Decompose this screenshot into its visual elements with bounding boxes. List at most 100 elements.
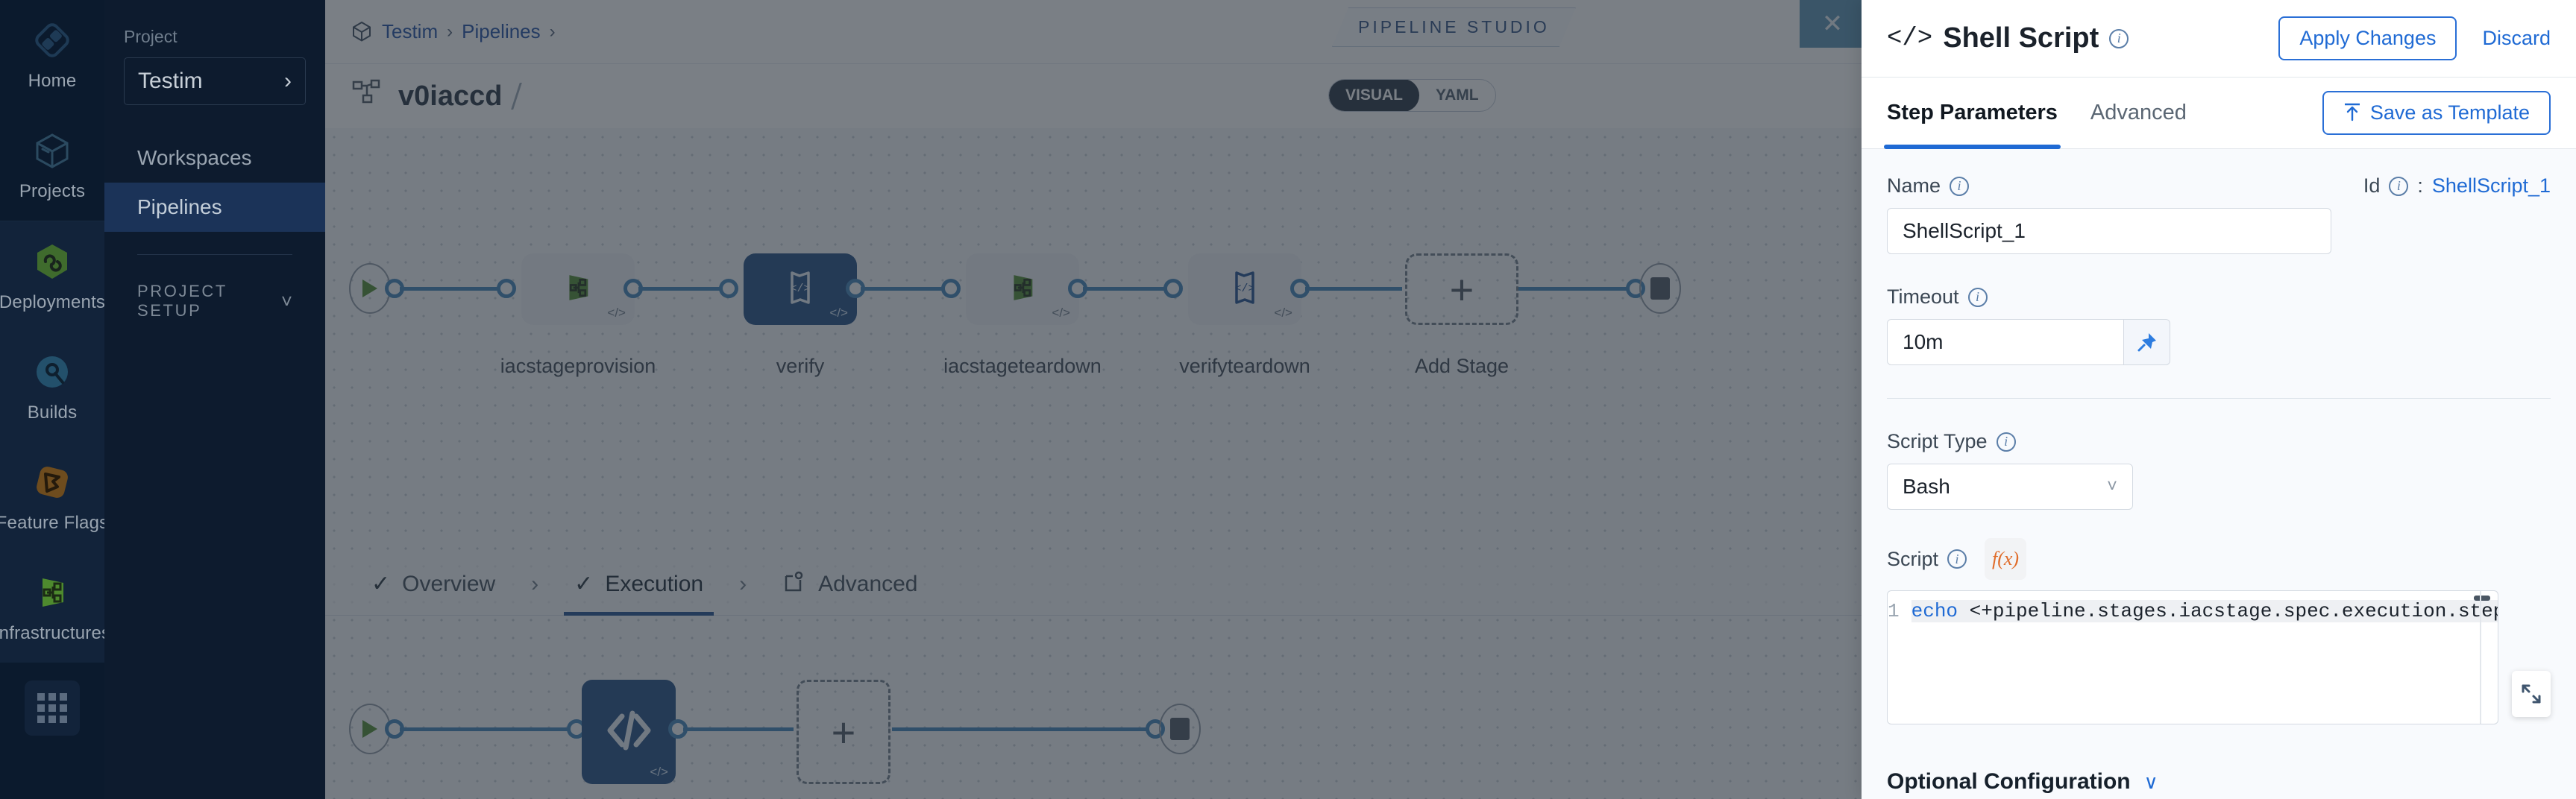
app-grid-icon[interactable] xyxy=(25,680,80,736)
rail-item-label: Infrastructures xyxy=(0,623,111,643)
name-label-group: Name i xyxy=(1887,174,1970,198)
info-icon[interactable]: i xyxy=(1996,432,2016,452)
connector-dot xyxy=(719,279,738,298)
info-icon[interactable]: i xyxy=(2109,28,2129,48)
infrastructure-icon xyxy=(1005,270,1040,309)
builds-circle-icon xyxy=(31,350,74,394)
rail-item-label: Feature Flags xyxy=(0,513,109,533)
toggle-visual[interactable]: VISUAL xyxy=(1329,80,1420,111)
editor-scrollbar[interactable] xyxy=(2474,596,2490,601)
info-icon[interactable]: i xyxy=(2389,176,2409,196)
toggle-yaml[interactable]: YAML xyxy=(1436,86,1479,104)
expand-icon[interactable] xyxy=(2512,671,2551,717)
connector-line xyxy=(638,287,726,291)
add-stage-label: Add Stage xyxy=(1414,355,1510,377)
top-breadcrumb-bar: Testim › Pipelines › PIPELINE STUDIO ✕ xyxy=(325,0,1865,64)
cube-icon xyxy=(31,129,74,172)
stop-icon xyxy=(1650,277,1670,300)
primary-nav-rail: Home Projects Deployments xyxy=(0,0,110,799)
step-node-shellscript-1[interactable]: </> xyxy=(582,680,676,784)
optional-configuration-label: Optional Configuration xyxy=(1887,769,2131,794)
chevron-down-icon: ˅ xyxy=(280,289,292,312)
close-icon[interactable]: ✕ xyxy=(1800,0,1865,48)
chevron-down-icon: ˅ xyxy=(2106,476,2117,496)
tab-execution[interactable]: ✓ Execution xyxy=(553,553,724,616)
stage-node-verify[interactable]: </> </> xyxy=(744,253,857,325)
project-selector[interactable]: Testim › xyxy=(124,57,306,105)
info-icon[interactable]: i xyxy=(1950,176,1970,196)
name-label: Name xyxy=(1887,174,1941,197)
connector-line xyxy=(1305,287,1402,291)
add-stage-button[interactable]: + xyxy=(1405,253,1518,325)
view-mode-toggle[interactable]: VISUAL YAML xyxy=(1328,79,1496,112)
id-label: Id xyxy=(2363,174,2381,197)
code-icon xyxy=(601,704,656,760)
discard-button[interactable]: Discard xyxy=(2482,27,2551,49)
rail-item-deployments[interactable]: Deployments xyxy=(0,221,105,332)
stage-label: verify xyxy=(776,355,825,377)
info-icon[interactable]: i xyxy=(1967,287,1988,307)
breadcrumb-item-project[interactable]: Testim xyxy=(382,20,439,42)
sidebar-item-workspaces[interactable]: Workspaces xyxy=(104,133,325,183)
connector-line xyxy=(400,287,504,291)
rail-item-infrastructures[interactable]: Infrastructures xyxy=(0,552,110,663)
line-number: 1 xyxy=(1888,600,1900,622)
stage-node-iacstageprovision[interactable]: </> xyxy=(521,253,635,325)
optional-configuration-toggle[interactable]: Optional Configuration ∨ xyxy=(1887,769,2551,795)
apply-changes-button[interactable]: Apply Changes xyxy=(2278,16,2457,60)
script-editor-line: 1 echo <+pipeline.stages.iacstage.spec.e… xyxy=(1888,591,2498,622)
pipeline-title-bar: v0iaccd xyxy=(325,64,1862,128)
infrastructure-icon xyxy=(31,571,74,614)
rail-item-feature-flags[interactable]: Feature Flags xyxy=(0,442,108,552)
stage-label: verifyteardown xyxy=(1179,355,1310,377)
pin-icon[interactable] xyxy=(2124,319,2170,365)
pipeline-canvas[interactable]: </> iacstageprovision </> </> ve xyxy=(325,128,1862,799)
name-input-value: ShellScript_1 xyxy=(1903,219,2026,242)
breadcrumb-item-pipelines[interactable]: Pipelines xyxy=(462,20,541,42)
rail-item-home[interactable]: Home xyxy=(0,0,104,110)
rail-item-builds[interactable]: Builds xyxy=(0,332,104,442)
save-as-template-button[interactable]: Save as Template xyxy=(2322,91,2551,135)
name-id-row: Name i Id i : ShellScript_1 xyxy=(1887,174,2551,198)
breadcrumb: Testim › Pipelines › xyxy=(325,20,556,43)
sidebar-item-pipelines[interactable]: Pipelines xyxy=(104,183,325,232)
stage-node-verifyteardown[interactable]: </> </> xyxy=(1188,253,1301,325)
page-title: v0iaccd xyxy=(398,80,503,112)
script-type-value: Bash xyxy=(1903,475,1950,498)
edit-pencil-icon[interactable] xyxy=(511,83,540,110)
tab-separator: › xyxy=(739,571,747,596)
script-label-group: Script i f(x) xyxy=(1887,538,2551,580)
section-divider xyxy=(1887,398,2551,399)
script-editor[interactable]: 1 echo <+pipeline.stages.iacstage.spec.e… xyxy=(1887,590,2498,724)
rail-item-label: Builds xyxy=(27,402,78,423)
advanced-gear-icon xyxy=(782,570,806,598)
project-section-label: Project xyxy=(124,27,178,46)
tab-advanced[interactable]: Advanced xyxy=(2090,101,2187,124)
add-step-button[interactable]: + xyxy=(797,680,890,784)
tab-step-parameters[interactable]: Step Parameters xyxy=(1884,78,2061,149)
info-icon[interactable]: i xyxy=(1947,549,1967,569)
project-setup-toggle[interactable]: PROJECT SETUP ˅ xyxy=(137,282,292,320)
timeout-input-value: 10m xyxy=(1903,330,1944,353)
timeout-input[interactable]: 10m xyxy=(1887,319,2124,365)
timeout-label: Timeout xyxy=(1887,285,1959,308)
timeout-label-group: Timeout i xyxy=(1887,285,2551,309)
id-value[interactable]: ShellScript_1 xyxy=(2431,174,2551,197)
name-input[interactable]: ShellScript_1 xyxy=(1887,208,2331,254)
rail-item-projects[interactable]: Projects xyxy=(0,110,104,221)
tab-advanced[interactable]: Advanced xyxy=(761,553,938,616)
sidebar-divider xyxy=(137,254,292,255)
stage-label: iacstageprovision xyxy=(500,355,656,377)
custom-stage-icon: </> xyxy=(1228,268,1262,311)
tab-overview[interactable]: ✓ Overview xyxy=(351,553,516,616)
rail-item-label: Home xyxy=(28,71,77,91)
script-type-select[interactable]: Bash ˅ xyxy=(1887,464,2133,510)
step-end-node xyxy=(1159,704,1201,754)
pipeline-studio-main: Testim › Pipelines › PIPELINE STUDIO ✕ v… xyxy=(325,0,1865,799)
connector-dot xyxy=(1163,279,1183,298)
drawer-tabs: Step Parameters Advanced Save as Templat… xyxy=(1862,78,2576,149)
infrastructure-icon xyxy=(560,270,596,309)
stage-node-iacstageteardown[interactable]: </> xyxy=(966,253,1079,325)
fx-expression-button[interactable]: f(x) xyxy=(1985,538,2027,580)
